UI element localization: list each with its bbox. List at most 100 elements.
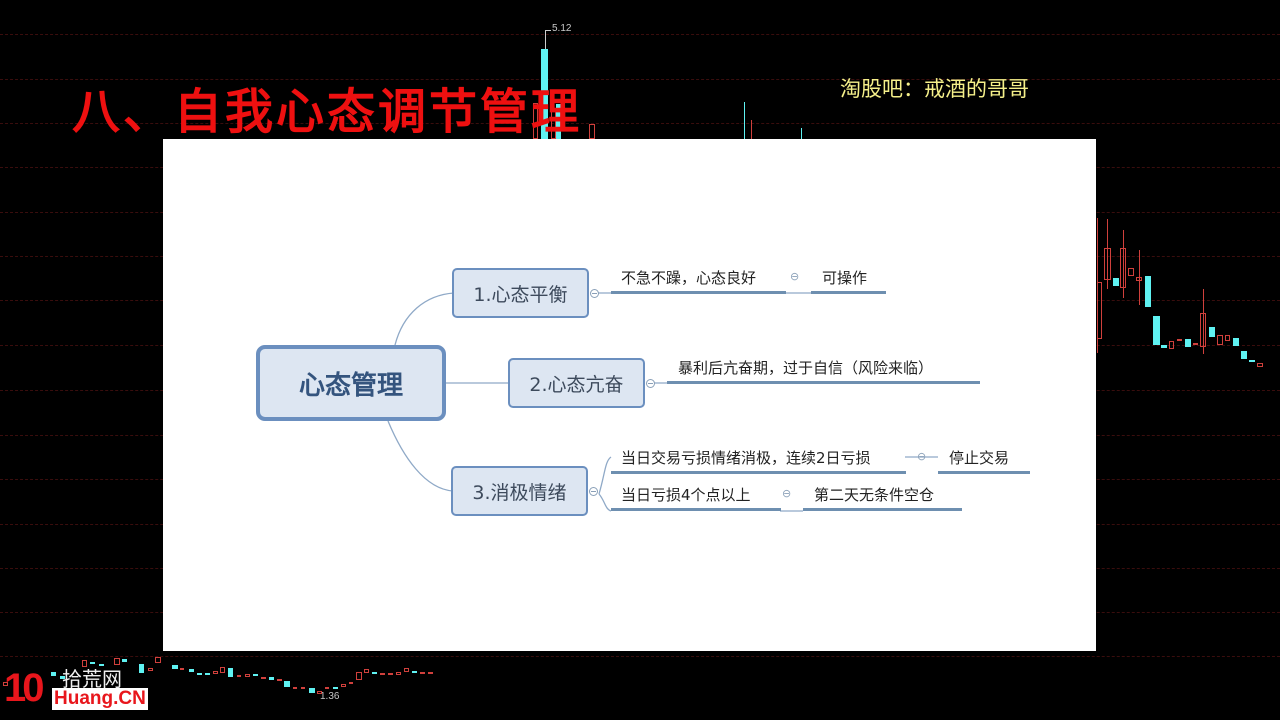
candle-down <box>197 673 202 675</box>
candle-down <box>1209 327 1215 337</box>
collapse-toggle-icon[interactable]: ⊖ <box>917 450 927 463</box>
candle-up <box>1193 343 1198 345</box>
candle-up <box>114 658 120 665</box>
candle-up <box>1200 313 1206 347</box>
candle-down <box>1249 360 1255 362</box>
candle-down <box>253 674 258 676</box>
candle-down <box>228 668 233 677</box>
candle-down <box>60 676 65 679</box>
collapse-toggle-icon[interactable] <box>646 379 655 388</box>
low-price-label: 1.36 <box>320 691 340 702</box>
candle-down <box>333 687 338 689</box>
candle-up <box>155 657 161 663</box>
collapse-toggle-icon[interactable] <box>590 289 599 298</box>
candle-up <box>428 672 433 674</box>
candle-wick <box>545 30 551 31</box>
collapse-toggle-icon[interactable] <box>589 487 598 496</box>
leaf-underline <box>938 471 1030 474</box>
candle-up <box>356 672 362 680</box>
candle-wick <box>1203 289 1204 354</box>
candle-wick <box>1107 219 1108 289</box>
candle-down <box>372 672 377 674</box>
candle-up <box>237 675 241 677</box>
candle-down <box>541 49 548 139</box>
candle-up <box>364 669 369 673</box>
candle-down <box>205 673 210 675</box>
candle-down <box>122 659 127 662</box>
mindmap-leaf[interactable]: 不急不躁，心态良好 <box>621 269 757 287</box>
candle-up <box>293 687 297 689</box>
mindmap-leaf-result[interactable]: 第二天无条件空仓 <box>814 486 935 504</box>
mindmap-leaf-result[interactable]: 停止交易 <box>949 449 1010 467</box>
candle-up <box>1128 268 1134 276</box>
candle-up <box>1120 248 1126 288</box>
leaf-underline <box>803 508 962 511</box>
mindmap-node-negative-emotion[interactable]: 3.消极情绪 <box>451 466 588 516</box>
candle-down <box>1233 338 1239 346</box>
mindmap-root-node[interactable]: 心态管理 <box>256 345 446 421</box>
candle-wick <box>751 120 752 139</box>
candle-down <box>99 664 104 666</box>
candle-up <box>341 684 346 687</box>
candle-up <box>1257 363 1263 367</box>
candle-down <box>284 681 290 687</box>
root-label: 心态管理 <box>298 370 403 401</box>
grid-line <box>0 656 1280 657</box>
candle-up <box>533 103 538 139</box>
candle-up <box>3 682 8 686</box>
mindmap-connectors <box>387 292 938 512</box>
candle-up <box>220 667 225 673</box>
candle-up <box>420 672 425 674</box>
node-label: 1.心态平衡 <box>473 283 568 306</box>
candle-up <box>1177 339 1182 341</box>
grid-line <box>0 79 1280 80</box>
candle-up <box>396 672 401 675</box>
candle-up <box>301 687 305 689</box>
grid-line <box>0 34 1280 35</box>
candle-up <box>1104 248 1111 280</box>
candle-up <box>82 660 87 667</box>
collapse-toggle-icon[interactable]: ⊖ <box>782 487 792 500</box>
candle-down <box>556 104 561 139</box>
logo-number: 10 <box>4 666 44 710</box>
mindmap-leaf[interactable]: 暴利后亢奋期，过于自信（风险来临） <box>678 359 934 377</box>
candle-up <box>325 687 329 689</box>
candle-up <box>261 677 266 679</box>
mindmap-leaf[interactable]: 当日亏损4个点以上 <box>621 486 751 504</box>
author-credit: 淘股吧：戒酒的哥哥 <box>840 77 1029 101</box>
collapse-toggle-icon[interactable]: ⊖ <box>790 270 800 283</box>
candle-up <box>1097 282 1102 339</box>
candle-up <box>148 668 153 671</box>
candle-up <box>277 679 282 681</box>
logo-cn-text: 拾荒网 <box>62 667 122 691</box>
candle-down <box>172 665 178 669</box>
candle-down <box>51 672 56 676</box>
leaf-underline <box>611 508 781 511</box>
candle-down <box>1145 276 1151 307</box>
candle-up <box>180 668 184 670</box>
candle-up <box>1225 335 1230 341</box>
candle-down <box>90 662 95 664</box>
mindmap-node-overexcited[interactable]: 2.心态亢奋 <box>508 358 645 408</box>
candle-down <box>139 664 144 673</box>
candle-up <box>1217 335 1223 345</box>
mindmap-leaf-result[interactable]: 可操作 <box>822 269 868 287</box>
candle-up <box>1169 341 1174 349</box>
candle-up <box>388 673 393 675</box>
mindmap-leaf[interactable]: 当日交易亏损情绪消极，连续2日亏损 <box>621 449 871 467</box>
candle-up <box>245 674 250 677</box>
candle-down <box>412 671 417 673</box>
candle-up <box>551 110 556 139</box>
candle-down <box>1241 351 1247 359</box>
candle-up <box>213 671 218 674</box>
node-label: 3.消极情绪 <box>472 481 567 504</box>
mindmap-canvas: 心态管理 1.心态平衡 不急不躁，心态良好 ⊖ 可操作 2.心态亢奋 暴利后亢奋… <box>163 139 1096 651</box>
mindmap-node-mental-balance[interactable]: 1.心态平衡 <box>452 268 589 318</box>
candle-down <box>1153 316 1160 345</box>
candle-down <box>269 677 274 680</box>
high-price-label: 5.12 <box>552 23 572 34</box>
slide-title: 八、自我心态调节管理 <box>72 84 583 140</box>
candle-down <box>1113 278 1119 286</box>
candle-up <box>380 673 385 675</box>
logo-en-text: Huang.CN <box>52 688 148 710</box>
